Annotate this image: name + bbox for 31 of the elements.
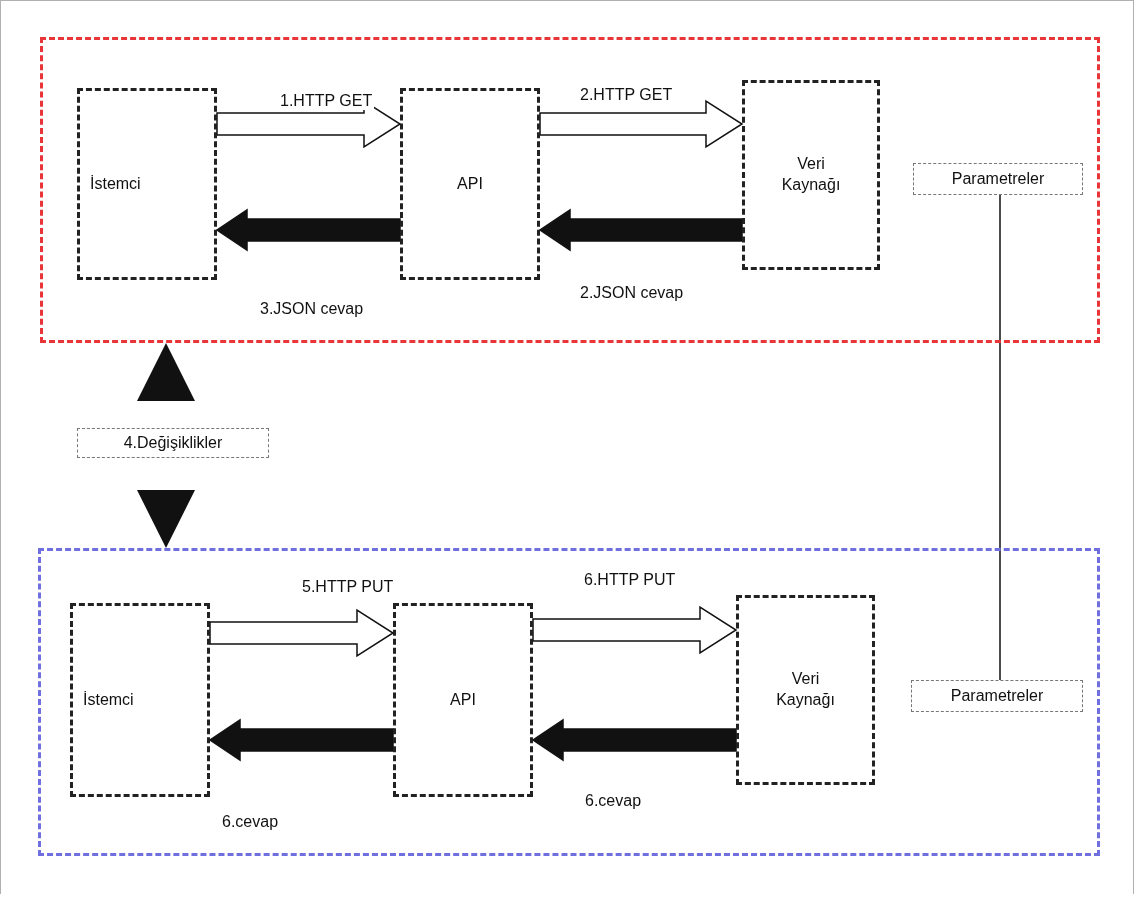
node-label: İstemci bbox=[83, 689, 134, 710]
edge-label: 1.HTTP GET bbox=[278, 92, 375, 110]
edge-label: 2.JSON cevap bbox=[578, 284, 686, 302]
tag-box bbox=[913, 163, 1083, 195]
edge-label: 3.JSON cevap bbox=[258, 300, 366, 318]
connector-line bbox=[999, 194, 1001, 681]
component-box bbox=[400, 88, 540, 280]
block-arrow bbox=[209, 608, 395, 658]
component-box bbox=[393, 603, 533, 797]
node-label: Veri Kaynağı bbox=[775, 669, 836, 710]
node-label: 4.Değişiklikler bbox=[123, 432, 223, 453]
component-box bbox=[70, 603, 210, 797]
component-box bbox=[736, 595, 875, 785]
node-label: Parametreler bbox=[950, 685, 1044, 706]
block-arrow bbox=[538, 208, 743, 252]
node-label: İstemci bbox=[90, 173, 141, 194]
component-box bbox=[742, 80, 880, 270]
block-arrow bbox=[531, 718, 737, 762]
tag-box bbox=[77, 428, 269, 458]
block-arrow bbox=[215, 208, 401, 252]
node-label: API bbox=[450, 689, 476, 710]
edge-label: 6.cevap bbox=[583, 792, 644, 810]
block-arrow bbox=[208, 718, 394, 762]
block-arrow bbox=[532, 605, 738, 655]
block-arrow bbox=[539, 99, 744, 149]
node-label: Parametreler bbox=[951, 168, 1045, 189]
component-box bbox=[77, 88, 217, 280]
node-label: API bbox=[457, 173, 483, 194]
node-label: Veri Kaynağı bbox=[780, 154, 842, 195]
edge-label: 6.cevap bbox=[220, 813, 281, 831]
tag-box bbox=[911, 680, 1083, 712]
